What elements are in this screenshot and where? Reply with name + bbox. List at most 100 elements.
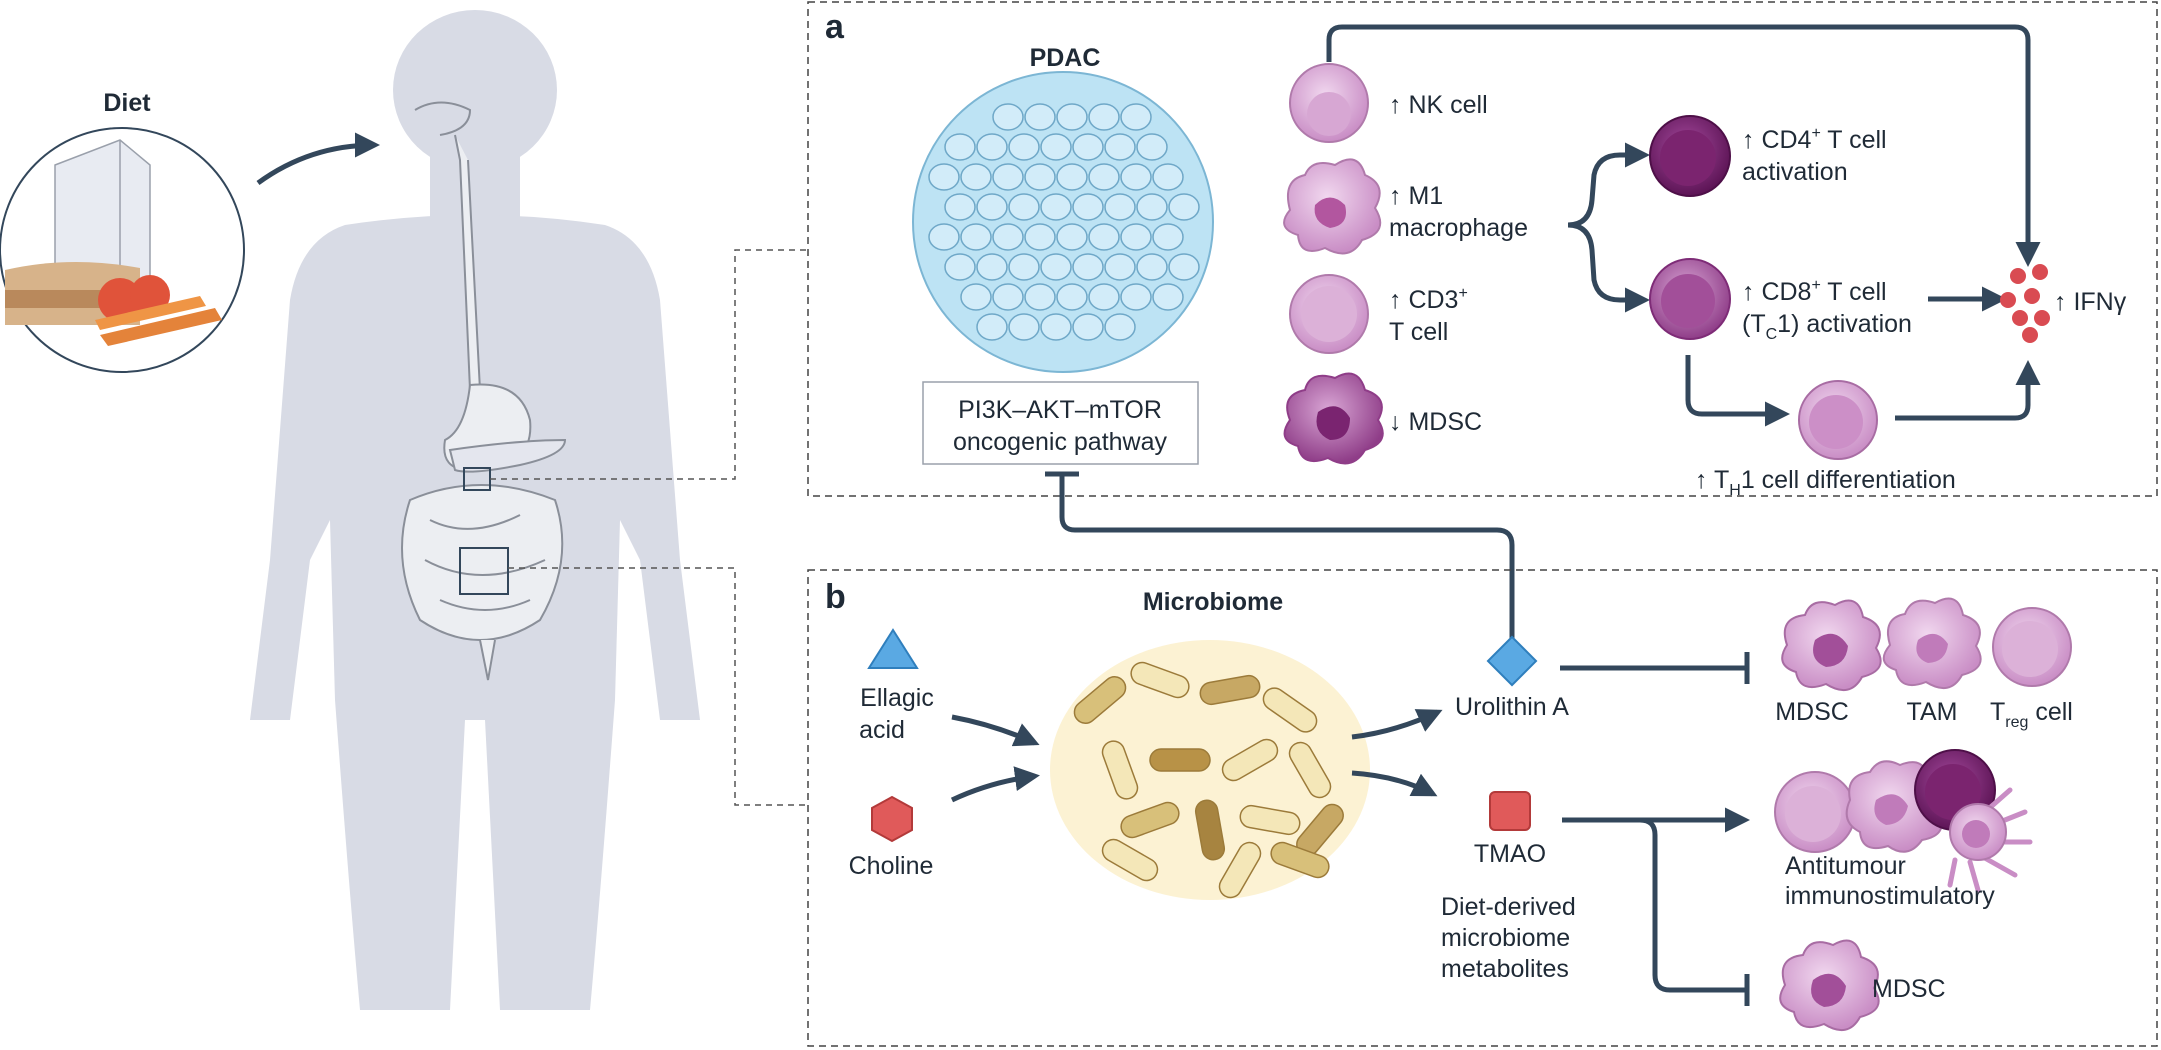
th1-cell-icon	[1798, 380, 1878, 460]
tumour-cell	[1056, 223, 1088, 251]
panel-b-frame	[807, 569, 2158, 1047]
tumour-cell	[1072, 193, 1104, 221]
tumour-cell	[960, 163, 992, 191]
choline-icon	[871, 795, 913, 843]
m1-label-line-2: macrophage	[1389, 214, 1528, 242]
pdac-title: PDAC	[1030, 44, 1101, 72]
tam-label: TAM	[1907, 698, 1958, 726]
diet-label: Diet	[103, 89, 151, 117]
tumour-cell	[944, 193, 976, 221]
treg-cell-icon	[1992, 607, 2072, 687]
tam-cell-icon	[1882, 597, 1982, 690]
tumour-cell	[1088, 283, 1120, 311]
tumour-cell	[1168, 253, 1200, 281]
tumour-cell	[1024, 223, 1056, 251]
tumour-cell	[1120, 103, 1152, 131]
pathway-line-2: oncogenic pathway	[953, 428, 1168, 456]
antitumour-cells-icon	[1774, 749, 2033, 893]
tumour-cell	[1056, 103, 1088, 131]
bacterium	[1218, 841, 1262, 899]
pathway-box	[922, 381, 1199, 465]
cd8-label-line-2: (TC1) activation	[1742, 310, 1912, 343]
tumour-cell	[1104, 133, 1136, 161]
ellagic-label-line-2: acid	[859, 716, 905, 744]
antitumour-line-1: Antitumour	[1785, 852, 1906, 880]
cd4-t-cell-icon	[1649, 115, 1731, 197]
ellagic-acid-icon	[867, 628, 919, 669]
tumour-cell	[1040, 193, 1072, 221]
tumour-cell	[992, 283, 1024, 311]
arrow-to-cd4	[1567, 142, 1650, 228]
tumour-cell	[976, 133, 1008, 161]
nk-cell-label: ↑ NK cell	[1389, 91, 1488, 119]
tumour-cell	[1120, 223, 1152, 251]
tumour-cell	[1152, 223, 1184, 251]
tumour-cell	[928, 223, 960, 251]
tumour-cell	[1088, 163, 1120, 191]
tumour-cell	[944, 133, 976, 161]
tumour-cell	[1136, 133, 1168, 161]
m1-macrophage-icon	[1283, 158, 1382, 255]
bacterium	[1130, 661, 1190, 699]
tumour-cell	[1120, 163, 1152, 191]
tumour-cell	[1056, 283, 1088, 311]
bacterium	[1221, 738, 1279, 782]
mdsc-cell-icon-b	[1781, 599, 1882, 692]
mdsc-cell-icon-bottom	[1779, 939, 1880, 1032]
urolithin-a-icon	[1486, 635, 1538, 687]
urolithin-inhibits-pathway-line	[1059, 476, 1515, 638]
mdsc-bottom-label: MDSC	[1872, 975, 1946, 1003]
metabolites-line-3: metabolites	[1441, 955, 1569, 983]
tumour-cell	[1008, 133, 1040, 161]
tumour-cell	[1120, 283, 1152, 311]
tumour-cell	[928, 163, 960, 191]
tumour-cell	[1168, 193, 1200, 221]
tumour-cell	[976, 193, 1008, 221]
tumour-cell	[1056, 163, 1088, 191]
pdac-tumour-illustration	[912, 71, 1214, 373]
cd3-label-line-1: ↑ CD3+	[1389, 285, 1468, 314]
tumour-cell	[992, 103, 1024, 131]
cd8-t-cell-icon	[1649, 258, 1731, 340]
tumour-cell	[976, 253, 1008, 281]
bacterium	[1101, 740, 1139, 800]
tumour-cell	[1088, 223, 1120, 251]
tumour-cell	[1152, 163, 1184, 191]
tumour-cell	[960, 223, 992, 251]
tumour-cell	[1152, 283, 1184, 311]
metabolites-line-2: microbiome	[1441, 924, 1570, 952]
mdsc-label-b: MDSC	[1775, 698, 1849, 726]
tumour-cell	[1088, 103, 1120, 131]
tumour-cell	[1008, 193, 1040, 221]
tmao-inhibits-mdsc-line	[1639, 817, 1745, 993]
diet-to-body-arrow	[256, 132, 380, 186]
arrow-choline-to-microbiome	[950, 766, 1040, 803]
cd4-label-line-1: ↑ CD4+ T cell	[1742, 125, 1887, 154]
arrow-cd8-to-th1	[1685, 355, 1790, 427]
urolithin-label: Urolithin A	[1455, 693, 1569, 721]
mdsc-cell-icon-a	[1283, 372, 1384, 465]
bacterium	[1149, 748, 1211, 772]
bacterium	[1239, 804, 1301, 836]
tmao-label: TMAO	[1474, 840, 1546, 868]
tumour-cell	[1040, 253, 1072, 281]
choline-label: Choline	[849, 852, 934, 880]
m1-label-line-1: ↑ M1	[1389, 182, 1443, 210]
connector-to-panel-a	[490, 249, 808, 480]
mdsc-label-a: ↓ MDSC	[1389, 408, 1482, 436]
tumour-cell	[1136, 193, 1168, 221]
diet-illustration	[0, 127, 245, 373]
tumour-cell	[1040, 313, 1072, 341]
bacterium	[1199, 674, 1261, 706]
microbiome-illustration	[1050, 640, 1370, 900]
ifng-molecules-icon	[2000, 264, 2050, 343]
tumour-cell	[1072, 313, 1104, 341]
tumour-cell	[1024, 103, 1056, 131]
tumour-cell	[1072, 253, 1104, 281]
tumour-cell	[992, 223, 1024, 251]
panel-b-letter: b	[825, 578, 846, 616]
microbiome-title: Microbiome	[1143, 588, 1283, 616]
tumour-cell	[1040, 133, 1072, 161]
arrow-to-cd8	[1567, 222, 1650, 313]
